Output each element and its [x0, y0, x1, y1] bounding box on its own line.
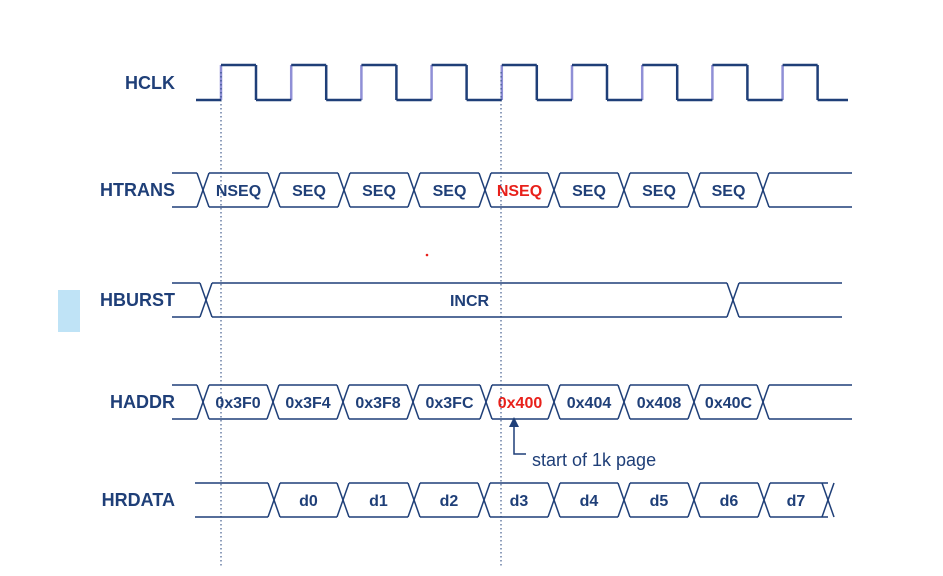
bus-value-htrans: SEQ — [433, 183, 467, 200]
bus-transition — [336, 384, 350, 420]
bus-transition — [756, 384, 770, 420]
bus-transition — [617, 384, 631, 420]
side-marker — [58, 290, 80, 332]
bus-value-htrans: NSEQ — [216, 183, 261, 200]
annotation-arrow — [513, 424, 526, 455]
bus-value-haddr: 0x3F0 — [215, 395, 260, 412]
signal-label-haddr: HADDR — [110, 392, 175, 412]
bus-transition — [821, 482, 835, 518]
bus-value-haddr: 0x408 — [637, 395, 682, 412]
bus-value-hrdata: d7 — [787, 493, 806, 510]
signal-label-hclk: HCLK — [125, 73, 175, 93]
bus-value-hburst: INCR — [450, 293, 490, 310]
bus-transition — [407, 482, 421, 518]
bus-transition — [547, 482, 561, 518]
bus-value-hrdata: d0 — [299, 493, 318, 510]
bus-value-haddr: 0x3FC — [425, 395, 473, 412]
bus-value-htrans: SEQ — [572, 183, 606, 200]
bus-transition — [687, 482, 701, 518]
hclk-waveform — [196, 63, 848, 102]
bus-transition — [617, 172, 631, 208]
bus-value-htrans: SEQ — [642, 183, 676, 200]
bus-value-hrdata: d6 — [720, 493, 739, 510]
bus-value-haddr: 0x40C — [705, 395, 753, 412]
bus-value-hrdata: d2 — [440, 493, 459, 510]
bus-value-hrdata: d5 — [650, 493, 669, 510]
bus-transition — [726, 282, 740, 318]
stray-dot — [425, 253, 429, 257]
signal-label-hrdata: HRDATA — [102, 490, 175, 510]
bus-transition — [266, 384, 280, 420]
bus-value-htrans: SEQ — [362, 183, 396, 200]
bus-waveform-haddr — [172, 384, 852, 420]
signal-label-hburst: HBURST — [100, 290, 175, 310]
bus-transition — [407, 172, 421, 208]
annotation-text: start of 1k page — [532, 450, 656, 470]
bus-transition — [477, 482, 491, 518]
bus-waveform-htrans — [172, 172, 852, 208]
bus-transition — [196, 384, 210, 420]
bus-transition — [756, 172, 770, 208]
bus-value-htrans: SEQ — [292, 183, 326, 200]
bus-value-hrdata: d4 — [580, 493, 599, 510]
bus-value-htrans: SEQ — [712, 183, 746, 200]
bus-waveform-hrdata — [195, 482, 835, 518]
bus-waveform-hburst — [172, 282, 842, 318]
bus-value-htrans: NSEQ — [497, 183, 542, 200]
bus-transition — [199, 282, 213, 318]
bus-value-haddr: 0x3F4 — [285, 395, 330, 412]
bus-value-haddr: 0x3F8 — [355, 395, 400, 412]
bus-transition — [687, 172, 701, 208]
annotation-arrowhead — [509, 417, 519, 427]
bus-value-hrdata: d3 — [510, 493, 529, 510]
bus-transition — [479, 384, 493, 420]
bus-value-haddr: 0x400 — [498, 395, 543, 412]
bus-transition — [547, 172, 561, 208]
bus-transition — [687, 384, 701, 420]
bus-value-haddr: 0x404 — [567, 395, 612, 412]
bus-transition — [267, 482, 281, 518]
bus-transition — [267, 172, 281, 208]
bus-transition — [336, 482, 350, 518]
bus-value-hrdata: d1 — [369, 493, 388, 510]
bus-transition — [617, 482, 631, 518]
bus-transition — [337, 172, 351, 208]
bus-transition — [547, 384, 561, 420]
bus-transition — [478, 172, 492, 208]
bus-transition — [406, 384, 420, 420]
signal-label-htrans: HTRANS — [100, 180, 175, 200]
bus-transition — [757, 482, 771, 518]
bus-transition — [196, 172, 210, 208]
